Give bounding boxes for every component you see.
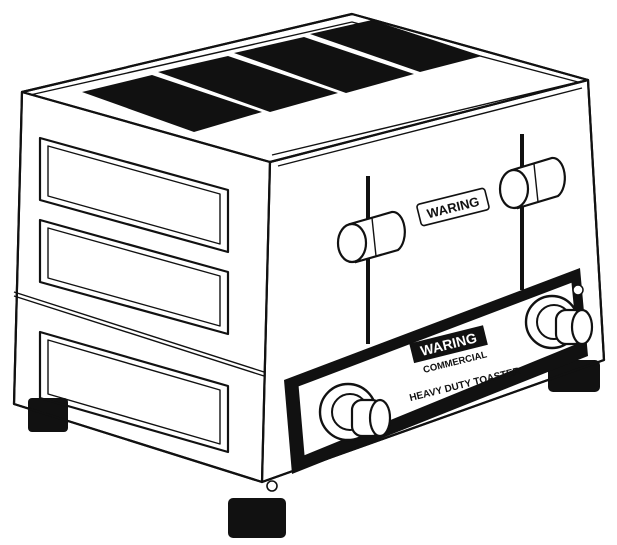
toaster-top	[20, 12, 590, 164]
bread-slot-1	[82, 75, 262, 132]
indicator-light	[572, 284, 584, 296]
shade-knob-right[interactable]	[524, 294, 594, 350]
toast-lever-right[interactable]	[498, 156, 566, 210]
foot-front	[228, 498, 286, 538]
bread-slot-4	[310, 20, 482, 72]
side-vent-middle	[38, 218, 230, 336]
toast-lever-left[interactable]	[336, 210, 406, 264]
toaster-front-panel	[260, 78, 606, 492]
bread-slot-2	[158, 56, 338, 112]
foot-right	[548, 360, 600, 392]
screw-head	[266, 480, 278, 492]
waring-badge: WARING	[416, 187, 490, 227]
side-vent-top	[38, 136, 230, 254]
toaster-feet	[28, 360, 600, 538]
shade-knob-left[interactable]	[318, 382, 392, 442]
bread-slot-3	[234, 37, 414, 93]
side-vent-bottom	[38, 330, 230, 454]
